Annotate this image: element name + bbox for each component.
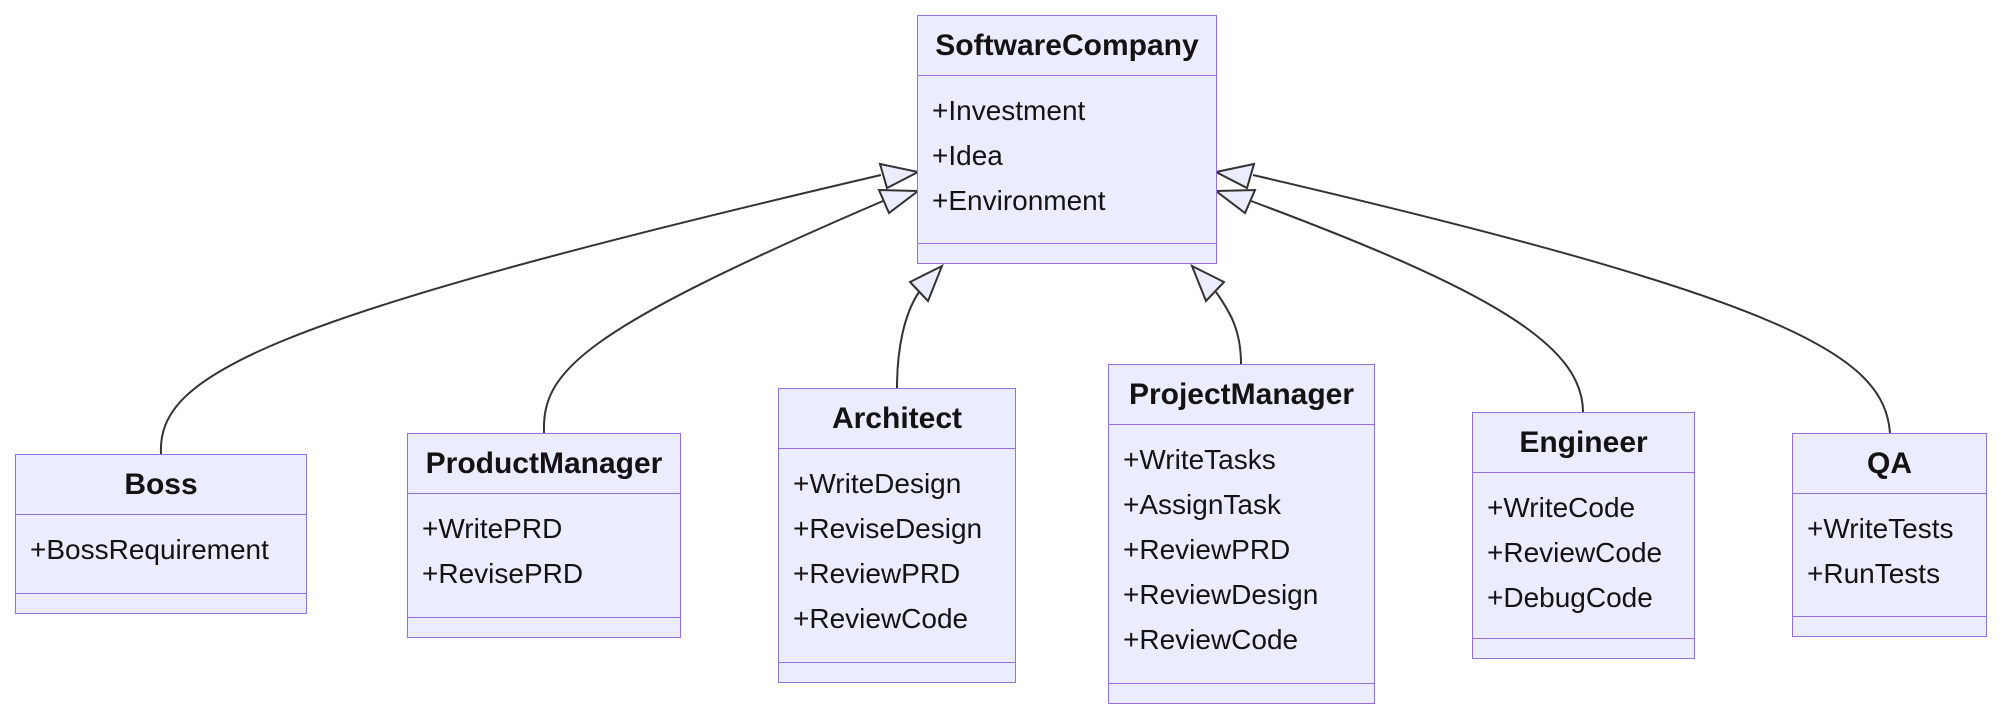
class-attributes-section: +WriteDesign +ReviseDesign +ReviewPRD +R…	[779, 449, 1015, 662]
class-box-qa: QA +WriteTests +RunTests	[1792, 433, 1987, 637]
class-attribute: +BossRequirement	[30, 534, 269, 565]
class-name: ProjectManager	[1109, 365, 1374, 425]
inheritance-edge-architect	[896, 291, 920, 389]
class-attribute: +ReviewCode	[1123, 624, 1299, 655]
inheritance-edge-qa	[1252, 174, 1891, 434]
class-name: Boss	[16, 455, 306, 515]
class-methods-section	[1793, 616, 1986, 636]
class-attribute: +RunTests	[1807, 558, 1941, 589]
class-attribute: +WriteCode	[1487, 492, 1636, 523]
class-attribute: +RevisePRD	[422, 558, 584, 589]
class-name: SoftwareCompany	[918, 16, 1216, 76]
class-methods-section	[918, 243, 1216, 263]
class-attribute: +Environment	[932, 185, 1106, 216]
inheritance-arrowhead-architect	[908, 263, 944, 303]
class-methods-section	[1109, 683, 1374, 703]
class-attributes-section: +WritePRD +RevisePRD	[408, 494, 680, 617]
class-attribute: +ReviewDesign	[1123, 579, 1319, 610]
class-methods-section	[779, 662, 1015, 682]
class-attributes-section: +Investment +Idea +Environment	[918, 76, 1216, 243]
class-box-productmanager: ProductManager +WritePRD +RevisePRD	[407, 433, 681, 638]
class-attribute: +AssignTask	[1123, 489, 1281, 520]
class-box-projectmanager: ProjectManager +WriteTasks +AssignTask +…	[1108, 364, 1375, 704]
inheritance-edge-engineer	[1250, 200, 1584, 413]
class-attribute: +Idea	[932, 140, 1003, 171]
class-name: QA	[1793, 434, 1986, 494]
inheritance-arrowhead-projectmanager	[1190, 263, 1226, 303]
inheritance-arrowhead-qa	[1213, 162, 1256, 190]
class-attribute: +ReviseDesign	[793, 513, 983, 544]
class-attributes-section: +WriteTests +RunTests	[1793, 494, 1986, 616]
class-methods-section	[16, 593, 306, 613]
inheritance-arrowhead-productmanager	[877, 188, 921, 215]
class-attributes-section: +WriteTasks +AssignTask +ReviewPRD +Revi…	[1109, 425, 1374, 683]
class-name: Architect	[779, 389, 1015, 449]
class-attribute: +ReviewCode	[793, 603, 969, 634]
class-box-engineer: Engineer +WriteCode +ReviewCode +DebugCo…	[1472, 412, 1695, 659]
class-attribute: +ReviewCode	[1487, 537, 1663, 568]
class-name: Engineer	[1473, 413, 1694, 473]
class-name: ProductManager	[408, 434, 680, 494]
class-box-boss: Boss +BossRequirement	[15, 454, 307, 614]
class-attribute: +WriteDesign	[793, 468, 962, 499]
inheritance-edge-projectmanager	[1215, 291, 1242, 365]
class-attributes-section: +BossRequirement	[16, 515, 306, 593]
class-attributes-section: +WriteCode +ReviewCode +DebugCode	[1473, 473, 1694, 638]
class-attribute: +ReviewPRD	[793, 558, 961, 589]
class-attribute: +Investment	[932, 95, 1086, 126]
class-attribute: +WriteTasks	[1123, 444, 1276, 475]
class-attribute: +WriteTests	[1807, 513, 1954, 544]
inheritance-arrowhead-engineer	[1213, 188, 1257, 215]
inheritance-edge-productmanager	[542, 200, 884, 434]
inheritance-arrowhead-boss	[878, 162, 921, 190]
class-attribute: +DebugCode	[1487, 582, 1653, 613]
class-attribute: +ReviewPRD	[1123, 534, 1291, 565]
class-attribute: +WritePRD	[422, 513, 563, 544]
class-methods-section	[408, 617, 680, 637]
class-box-architect: Architect +WriteDesign +ReviseDesign +Re…	[778, 388, 1016, 683]
class-box-softwarecompany: SoftwareCompany +Investment +Idea +Envir…	[917, 15, 1217, 264]
class-methods-section	[1473, 638, 1694, 658]
inheritance-edge-boss	[159, 174, 882, 455]
